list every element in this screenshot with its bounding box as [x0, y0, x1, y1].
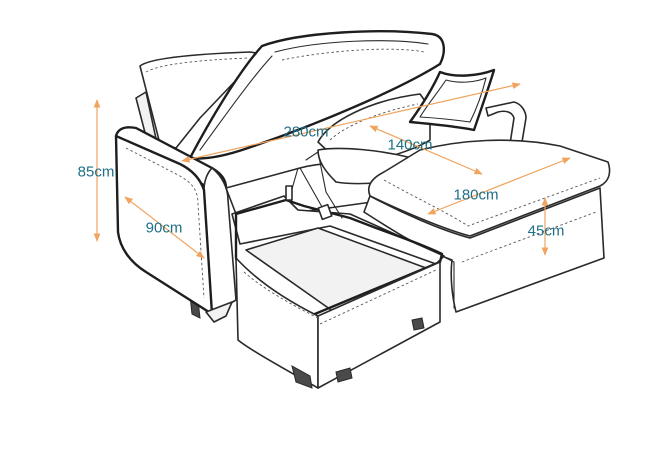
height-label: 85cm [77, 163, 115, 181]
lift-mechanism [285, 151, 343, 221]
chaise-width-label: 140cm [387, 136, 433, 154]
chaise-arm [485, 101, 527, 145]
depth-dimension-line [124, 196, 205, 259]
chaise-length-label: 180cm [453, 186, 499, 204]
depth-label: 90cm [145, 219, 183, 237]
dimension-lines [93, 82, 571, 259]
seat-height-label: 45cm [527, 222, 565, 240]
storage-box [189, 195, 445, 389]
total-width-label: 280cm [283, 123, 329, 141]
chaise-length-dimension-line [427, 157, 571, 215]
total-width-dimension-line [181, 82, 521, 163]
